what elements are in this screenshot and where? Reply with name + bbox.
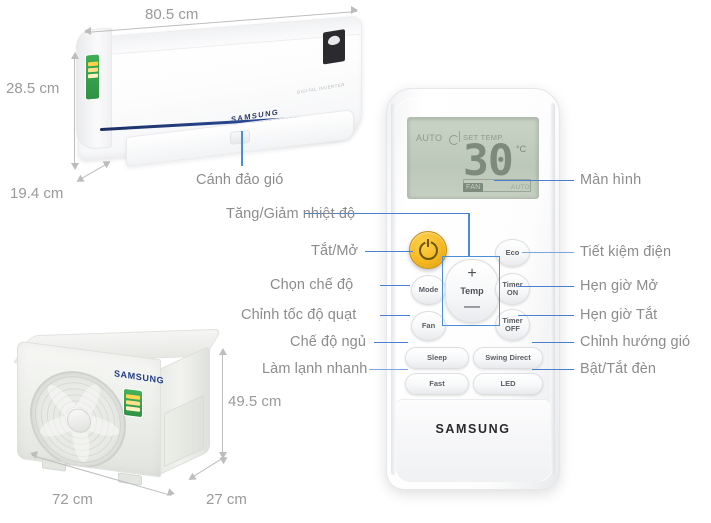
callout-line-chinh-toc-do-quat — [380, 315, 410, 317]
callout-label-tat-mo: Tắt/Mở — [311, 243, 359, 259]
temp-decrease-label: — — [464, 298, 480, 315]
callout-label-chinh-huong-gio: Chỉnh hướng gió — [580, 334, 691, 350]
arrowhead-left — [84, 27, 91, 35]
callout-label-chon-che-do: Chọn chế độ — [270, 277, 354, 293]
lcd-auto-cycle-icon — [449, 135, 459, 145]
indoor-unit-badge-icon — [323, 29, 345, 65]
arrowhead-down — [70, 163, 79, 170]
remote-right-edge — [550, 103, 555, 475]
temp-annotation-rect — [442, 256, 500, 326]
dimension-arrow-indoor-height — [74, 56, 75, 166]
dimension-outdoor-height: 49.5 cm — [228, 393, 282, 410]
remote-left-edge — [391, 103, 396, 475]
arrowhead-right — [351, 6, 358, 14]
callout-label-man-hinh: Màn hình — [580, 172, 642, 188]
callout-line-bat-tat-den — [532, 369, 574, 371]
remote-control: AUTO SET TEMP. 30 °C FAN AUTO Mode Fan S… — [386, 88, 560, 490]
callout-line-che-do-ngu — [374, 342, 408, 344]
temp-increase-label: + — [467, 265, 477, 282]
callout-line-chon-che-do — [380, 285, 410, 287]
lcd-mode-text: AUTO — [416, 133, 443, 143]
callout-label-bat-tat-den: Bật/Tắt đèn — [580, 361, 657, 377]
fast-button[interactable]: Fast — [405, 373, 469, 395]
callout-label-tiet-kiem-dien: Tiết kiệm điện — [580, 244, 672, 260]
arrowhead-oh-up — [218, 348, 227, 355]
lcd-set-temp-label: SET TEMP. — [463, 133, 505, 142]
dimension-outdoor-width: 72 cm — [52, 491, 93, 508]
callout-line-canh-dao-gio — [241, 131, 243, 166]
timer-off-label-line2: OFF — [505, 324, 520, 333]
callout-label-chinh-toc-do-quat: Chỉnh tốc độ quạt — [241, 307, 357, 323]
fast-button-label: Fast — [429, 379, 445, 389]
timer-on-label-line1: Timer — [502, 280, 523, 290]
callout-label-canh-dao-gio: Cánh đảo gió — [196, 172, 284, 188]
mode-button[interactable]: Mode — [411, 275, 446, 305]
timer-off-label-line1: Timer — [502, 316, 523, 326]
lcd-temperature-value: 30 — [463, 136, 514, 186]
lcd-divider — [459, 131, 460, 142]
outdoor-energy-sticker-icon — [124, 388, 142, 418]
callout-line-hen-gio-tat — [518, 315, 574, 317]
callout-label-lam-lanh-nhanh: Làm lạnh nhanh — [262, 361, 368, 377]
dimension-indoor-width: 80.5 cm — [145, 6, 199, 23]
remote-bottom-panel: SAMSUNG — [396, 399, 550, 482]
callout-line-man-hinh — [494, 180, 574, 182]
energy-label-sticker-icon — [86, 54, 99, 100]
callout-line-tang-giam-nhiet-do — [305, 213, 469, 215]
indoor-unit-inverter-text: DIGITAL INVERTER — [297, 82, 345, 95]
dimension-indoor-depth: 19.4 cm — [10, 185, 64, 202]
callout-label-hen-gio-mo: Hẹn giờ Mở — [580, 278, 659, 294]
mode-button-label: Mode — [418, 285, 439, 295]
power-icon — [418, 237, 438, 260]
arrowhead-up — [70, 52, 79, 59]
temp-annotation-riser — [468, 213, 470, 257]
timer-on-label-line2: ON — [506, 288, 519, 297]
callout-line-tiet-kiem-dien — [522, 252, 574, 254]
swing-direct-button-label: Swing Direct — [485, 353, 531, 363]
lcd-temperature-unit: °C — [516, 144, 527, 154]
arrowhead-ow-right — [167, 488, 176, 498]
callout-line-lam-lanh-nhanh — [369, 369, 408, 371]
callout-label-hen-gio-tat: Hẹn giờ Tắt — [580, 307, 658, 323]
indoor-unit-vane-center-nub — [230, 130, 250, 145]
callout-line-chinh-huong-gio — [532, 342, 574, 344]
swing-direct-button[interactable]: Swing Direct — [473, 347, 543, 369]
power-button[interactable] — [409, 231, 447, 269]
fan-button-label: Fan — [421, 321, 436, 331]
dimension-arrow-outdoor-height — [222, 352, 223, 455]
callout-line-tat-mo — [365, 251, 413, 253]
dimension-outdoor-depth: 27 cm — [206, 491, 247, 508]
arrowhead-oh-down — [218, 452, 227, 459]
remote-brand-logo: SAMSUNG — [435, 422, 511, 436]
remote-lcd-display: AUTO SET TEMP. 30 °C FAN AUTO — [407, 117, 539, 199]
callout-label-tang-giam-nhiet-do: Tăng/Giảm nhiệt độ — [226, 206, 356, 222]
callout-line-hen-gio-mo — [518, 286, 574, 288]
indoor-unit-illustration: SAMSUNG DIGITAL INVERTER — [76, 15, 362, 175]
temp-button-label: Temp — [460, 286, 484, 296]
fan-button[interactable]: Fan — [411, 311, 446, 341]
sleep-button[interactable]: Sleep — [405, 347, 469, 369]
lcd-fan-speed-value: AUTO — [510, 184, 530, 191]
sleep-button-label: Sleep — [426, 353, 447, 363]
led-button[interactable]: LED — [473, 373, 543, 395]
eco-button-label: Eco — [505, 248, 520, 258]
dimension-indoor-height: 28.5 cm — [6, 80, 60, 97]
callout-label-che-do-ngu: Chế độ ngủ — [290, 334, 366, 350]
timer-on-button[interactable]: Timer ON — [495, 273, 530, 305]
temp-updown-button[interactable]: + Temp — — [445, 259, 499, 323]
indoor-unit-top-face — [79, 16, 361, 58]
led-button-label: LED — [500, 379, 516, 389]
timer-off-button[interactable]: Timer OFF — [495, 309, 530, 341]
lcd-fan-label: FAN — [463, 183, 483, 192]
